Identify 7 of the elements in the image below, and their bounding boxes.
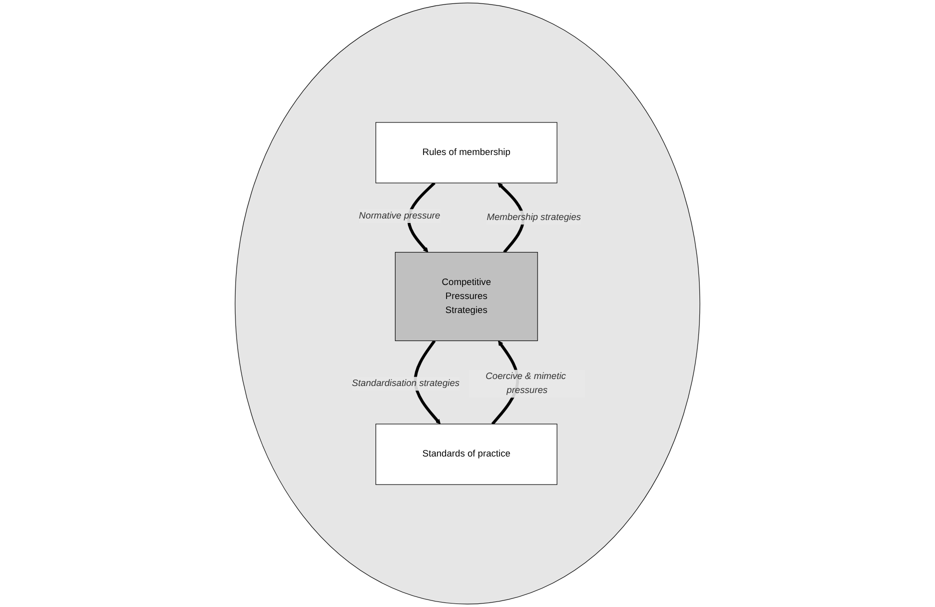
node-box: Rules of membership — [376, 122, 558, 184]
node-box: Competitive Pressures Strategies — [394, 252, 538, 342]
edge-label: Normative pressure — [358, 210, 440, 221]
edge-label: Membership strategies — [486, 212, 581, 222]
edge-label: Coercive & mimetic pressures — [486, 372, 566, 396]
node-box: Standards of practice — [376, 424, 558, 485]
edge-label: Standardisation strategies — [352, 378, 460, 388]
